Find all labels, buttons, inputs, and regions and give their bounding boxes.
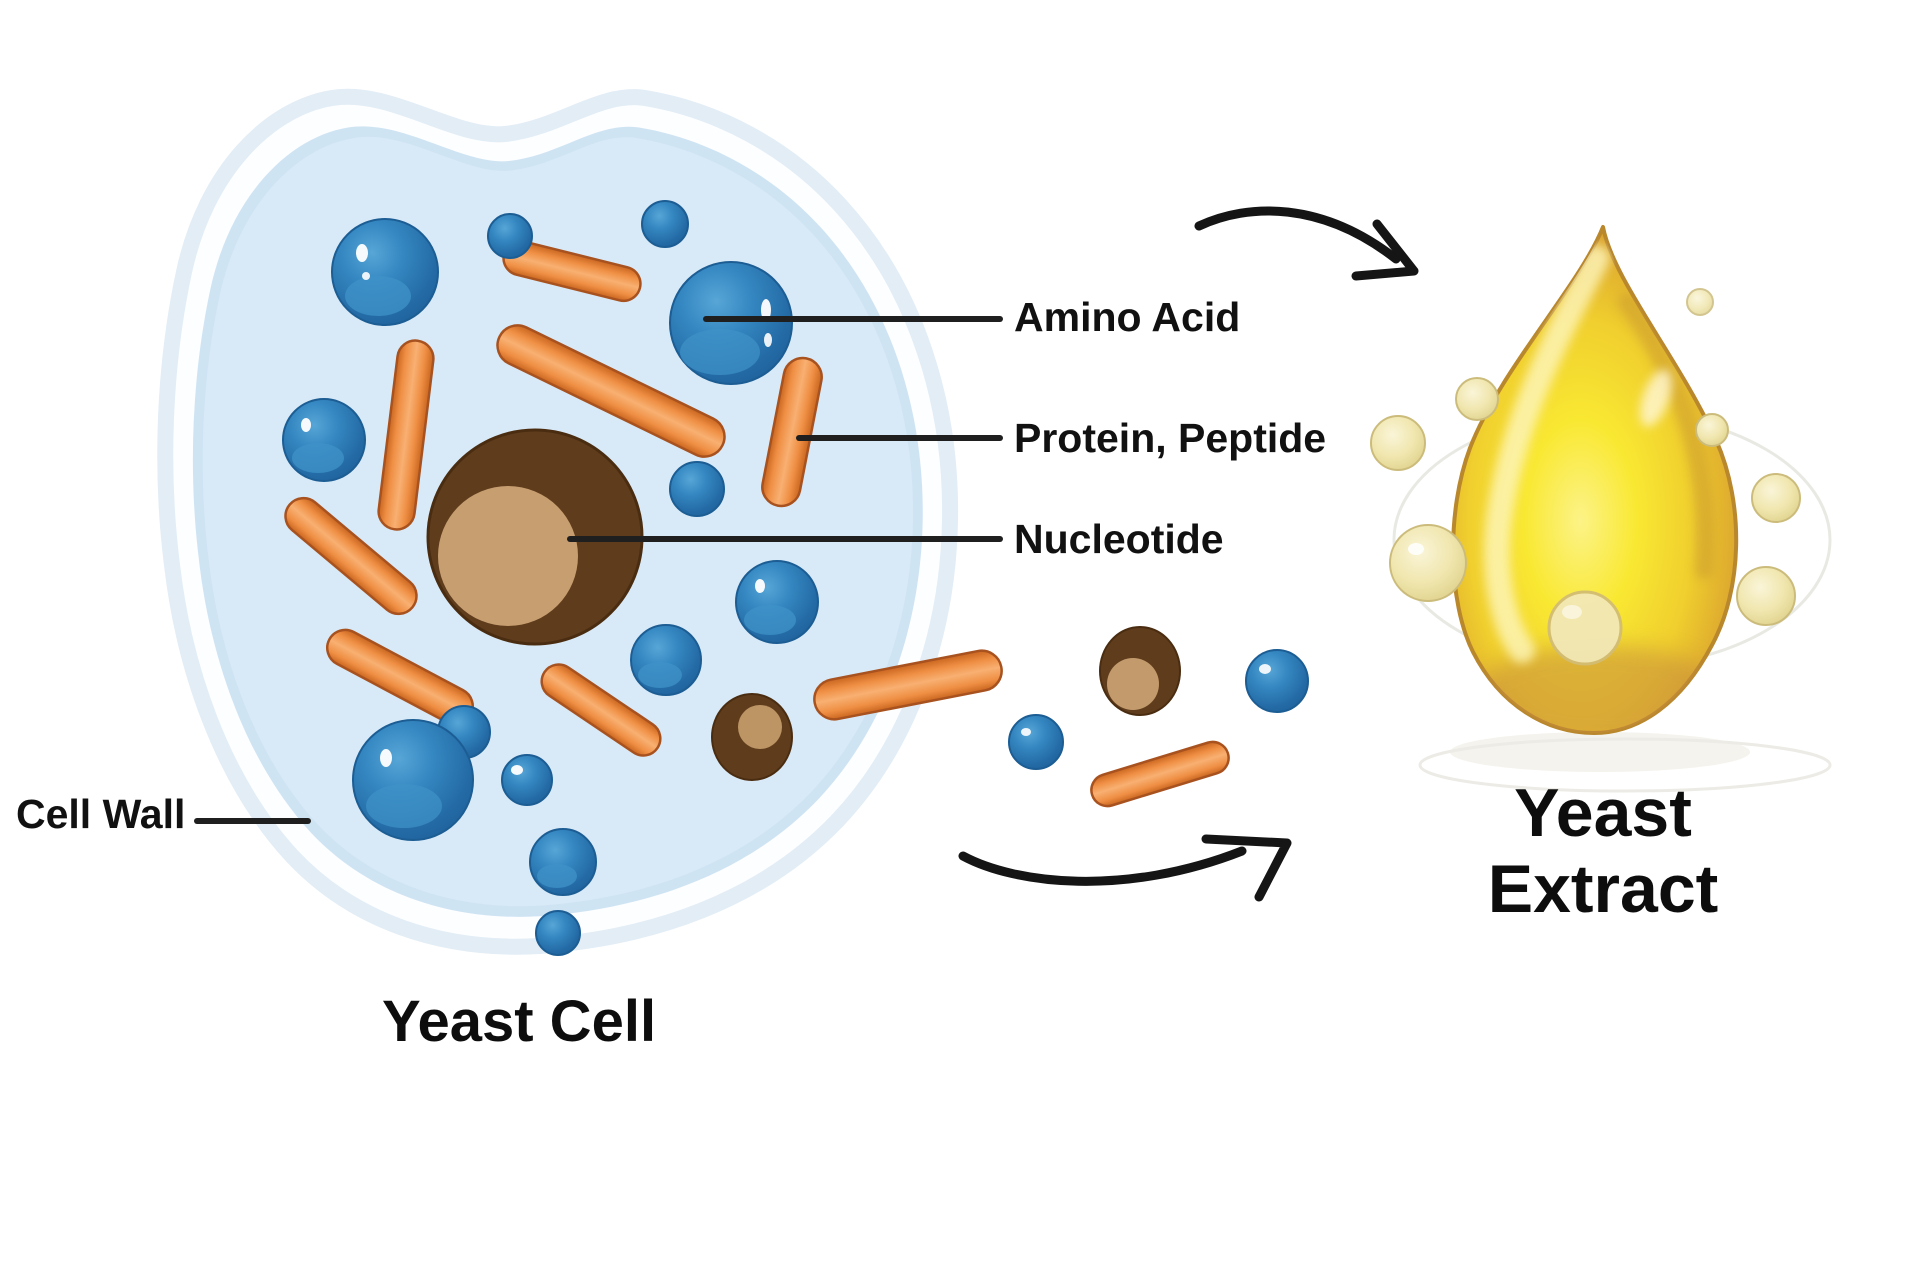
sphere-glint xyxy=(511,765,523,775)
yeast-extract-title-line2: Extract xyxy=(1487,851,1719,928)
amino-acid-sphere xyxy=(501,754,553,806)
yeast-extract-droplet xyxy=(1370,225,1832,793)
sphere-glint xyxy=(362,272,370,280)
annotation-lines xyxy=(194,316,1003,824)
amino-acid-sphere xyxy=(352,719,474,841)
amino-acid-sphere xyxy=(735,560,819,644)
bubble xyxy=(1736,566,1796,626)
amino-acid-sphere xyxy=(641,200,689,248)
amino-acid-spheres xyxy=(282,200,819,956)
droplet-right-shade xyxy=(1618,293,1715,579)
amino-acid-sphere-labeled xyxy=(669,261,793,385)
yeast-extract-title-line1: Yeast xyxy=(1514,775,1692,851)
sphere-shine xyxy=(292,443,344,473)
sphere-shine xyxy=(345,276,411,316)
particle-inner xyxy=(738,705,782,749)
protein-rod xyxy=(284,496,418,616)
released-protein-rod xyxy=(813,649,1003,721)
nucleotide-label: Nucleotide xyxy=(1014,516,1224,562)
amino-acid-sphere xyxy=(630,624,702,696)
small-nucleotide-particle xyxy=(711,693,793,781)
released-particles xyxy=(813,626,1309,808)
bubble xyxy=(1370,415,1426,471)
protein-rods xyxy=(284,239,823,757)
sphere-shine xyxy=(537,864,577,888)
amino-acid-sphere xyxy=(535,910,581,956)
bubble-glint xyxy=(1562,605,1582,619)
extract-bubbles xyxy=(1370,288,1801,626)
sphere-glint xyxy=(755,579,765,593)
sphere-glint xyxy=(380,749,392,767)
particle-inner xyxy=(1107,658,1159,710)
conversion-arrow-top-head xyxy=(1351,219,1419,281)
sphere-shine xyxy=(680,329,760,375)
bubble xyxy=(1695,413,1729,447)
conversion-arrow-top xyxy=(1194,206,1401,264)
amino-acid-sphere xyxy=(487,213,533,259)
sphere-glint xyxy=(1259,664,1271,674)
cell-wall-label: Cell Wall xyxy=(16,791,186,837)
protein-rod xyxy=(377,339,435,531)
nucleus-inner xyxy=(438,486,578,626)
sphere-glint xyxy=(761,299,771,321)
released-nucleotide-particle xyxy=(1099,626,1181,716)
conversion-arrow-bottom-head xyxy=(1201,834,1292,902)
droplet-left-highlight xyxy=(1484,245,1610,663)
yeast-cell-title: Yeast Cell xyxy=(382,989,657,1054)
amino-acid-sphere xyxy=(282,398,366,482)
protein-peptide-label: Protein, Peptide xyxy=(1014,415,1327,461)
amino-acid-sphere xyxy=(529,828,597,896)
sphere-glint xyxy=(301,418,311,432)
amino-acid-sphere xyxy=(669,461,725,517)
sphere-glint xyxy=(356,244,368,262)
released-amino-acid-sphere xyxy=(1008,714,1064,770)
sphere-shine xyxy=(744,605,796,635)
nucleus-shape xyxy=(426,428,644,646)
sphere-glint xyxy=(1021,728,1031,736)
conversion-arrows xyxy=(958,206,1419,902)
sphere-shine xyxy=(638,662,682,688)
bubble xyxy=(1389,524,1467,602)
conversion-arrow-bottom xyxy=(958,846,1247,886)
bubble xyxy=(1751,473,1801,523)
sphere-shine xyxy=(366,784,442,828)
amino-acid-label: Amino Acid xyxy=(1014,294,1241,340)
protein-rod xyxy=(540,663,662,757)
released-amino-acid-sphere xyxy=(1245,649,1309,713)
protein-rod xyxy=(496,324,726,458)
droplet-inner-bubble xyxy=(1547,590,1623,666)
amino-acid-sphere xyxy=(331,218,439,326)
bubble-glint xyxy=(1408,543,1424,555)
droplet-sheen xyxy=(1640,369,1672,427)
bubble xyxy=(1455,377,1499,421)
bubble xyxy=(1686,288,1714,316)
sphere-glint xyxy=(764,333,772,347)
released-protein-rod xyxy=(1090,740,1230,808)
yeast-extract-title: Yeast Extract xyxy=(1488,775,1719,927)
dish-base-ellipse xyxy=(1418,737,1832,793)
